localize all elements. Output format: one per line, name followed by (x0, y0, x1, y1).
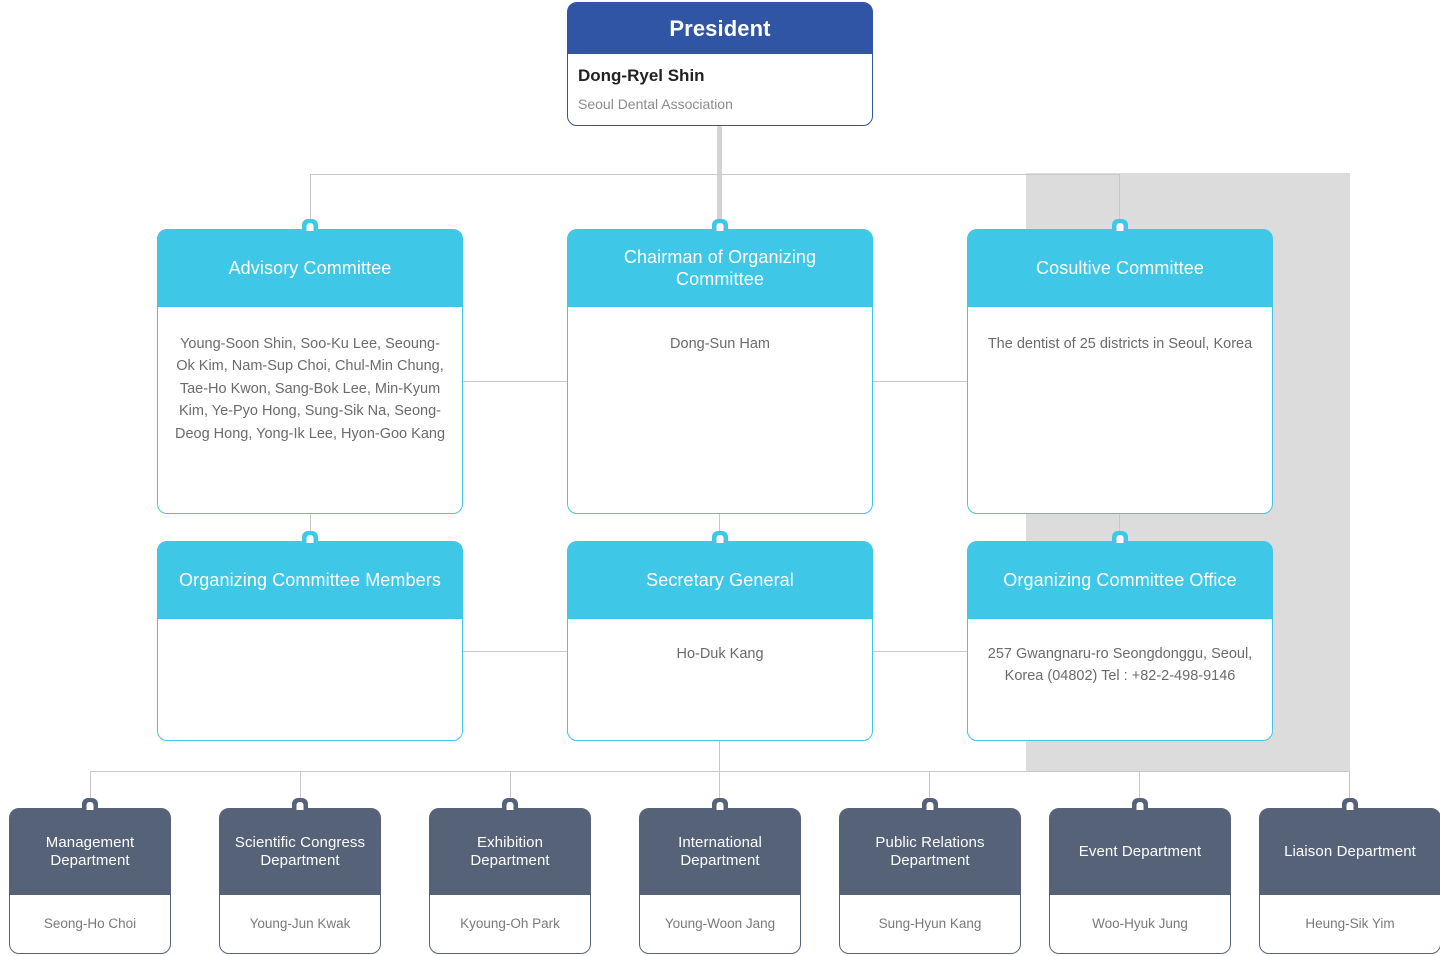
department-title: International Department (640, 809, 800, 895)
department-person: Seong-Ho Choi (43, 915, 137, 931)
department-person: Young-Woon Jang (664, 915, 776, 931)
node-organizing-committee-members[interactable]: Organizing Committee Members (157, 531, 463, 741)
node-president[interactable]: President Dong-Ryel Shin Seoul Dental As… (567, 2, 873, 126)
node-advisory-committee[interactable]: Advisory Committee Young-Soon Shin, Soo-… (157, 219, 463, 514)
connector-drop-dept-1 (90, 771, 91, 808)
node-chairman-organizing-committee[interactable]: Chairman of Organizing Committee Dong-Su… (567, 219, 873, 514)
node-department-management[interactable]: Management Department Seong-Ho Choi (9, 798, 171, 954)
organizing-committee-members-title: Organizing Committee Members (158, 542, 462, 619)
department-person: Young-Jun Kwak (249, 915, 351, 931)
cosultive-committee-title: Cosultive Committee (968, 230, 1272, 307)
advisory-committee-title: Advisory Committee (158, 230, 462, 307)
pin-icon (502, 798, 518, 811)
department-title: Event Department (1050, 809, 1230, 895)
chairman-title: Chairman of Organizing Committee (568, 230, 872, 307)
pin-icon (1112, 219, 1128, 232)
node-department-exhibition[interactable]: Exhibition Department Kyoung-Oh Park (429, 798, 591, 954)
pin-icon (292, 798, 308, 811)
connector-secretary-trunk (719, 741, 720, 772)
pin-icon (82, 798, 98, 811)
connector-drop-dept-3 (510, 771, 511, 808)
advisory-committee-members: Young-Soon Shin, Soo-Ku Lee, Seoung-Ok K… (174, 336, 446, 442)
organizing-committee-office-contact: 257 Gwangnaru-ro Seongdonggu, Seoul, Kor… (987, 646, 1253, 685)
organizing-committee-office-title: Organizing Committee Office (968, 542, 1272, 619)
president-organization: Seoul Dental Association (578, 95, 733, 112)
department-title: Liaison Department (1260, 809, 1440, 895)
connector-president-trunk (717, 126, 722, 229)
department-title: Management Department (10, 809, 170, 895)
president-title: President (568, 3, 872, 54)
department-person: Woo-Hyuk Jung (1092, 915, 1188, 931)
node-organizing-committee-office[interactable]: Organizing Committee Office 257 Gwangnar… (967, 531, 1273, 741)
node-department-liaison[interactable]: Liaison Department Heung-Sik Yim (1259, 798, 1440, 954)
connector-advisory-chairman (463, 381, 568, 382)
pin-icon (712, 219, 728, 232)
connector-drop-dept-6 (1139, 771, 1140, 808)
pin-icon (712, 531, 728, 544)
connector-advisory-members (310, 514, 311, 541)
connector-chairman-secretary (719, 514, 720, 541)
cosultive-committee-description: The dentist of 25 districts in Seoul, Ko… (987, 336, 1253, 352)
pin-icon (922, 798, 938, 811)
organizing-committee-members-body (158, 619, 462, 740)
department-title: Exhibition Department (430, 809, 590, 895)
department-person: Sung-Hyun Kang (878, 915, 982, 931)
department-person: Heung-Sik Yim (1305, 915, 1395, 931)
connector-bus-row2 (310, 174, 1120, 175)
pin-icon (1342, 798, 1358, 811)
connector-drop-consultive (1119, 174, 1120, 229)
connector-consultive-office (1119, 514, 1120, 541)
pin-icon (712, 798, 728, 811)
node-department-event[interactable]: Event Department Woo-Hyuk Jung (1049, 798, 1231, 954)
pin-icon (1112, 531, 1128, 544)
node-department-scientific-congress[interactable]: Scientific Congress Department Young-Jun… (219, 798, 381, 954)
connector-members-secretary (463, 651, 568, 652)
node-department-international[interactable]: International Department Young-Woon Jang (639, 798, 801, 954)
department-title: Scientific Congress Department (220, 809, 380, 895)
connector-drop-dept-5 (929, 771, 930, 808)
pin-icon (302, 219, 318, 232)
connector-bus-departments (90, 771, 1350, 772)
secretary-general-name: Ho-Duk Kang (676, 646, 764, 662)
node-department-public-relations[interactable]: Public Relations Department Sung-Hyun Ka… (839, 798, 1021, 954)
pin-icon (1132, 798, 1148, 811)
connector-secretary-office (873, 651, 968, 652)
department-title: Public Relations Department (840, 809, 1020, 895)
pin-icon (302, 531, 318, 544)
node-cosultive-committee[interactable]: Cosultive Committee The dentist of 25 di… (967, 219, 1273, 514)
connector-drop-dept-7 (1349, 771, 1350, 808)
chairman-name: Dong-Sun Ham (670, 336, 770, 352)
president-name: Dong-Ryel Shin (578, 66, 705, 86)
connector-drop-advisory (310, 174, 311, 229)
node-secretary-general[interactable]: Secretary General Ho-Duk Kang (567, 531, 873, 741)
department-person: Kyoung-Oh Park (460, 915, 560, 931)
secretary-general-title: Secretary General (568, 542, 872, 619)
connector-drop-dept-4 (719, 771, 720, 808)
connector-drop-dept-2 (300, 771, 301, 808)
connector-chairman-consultive (873, 381, 968, 382)
